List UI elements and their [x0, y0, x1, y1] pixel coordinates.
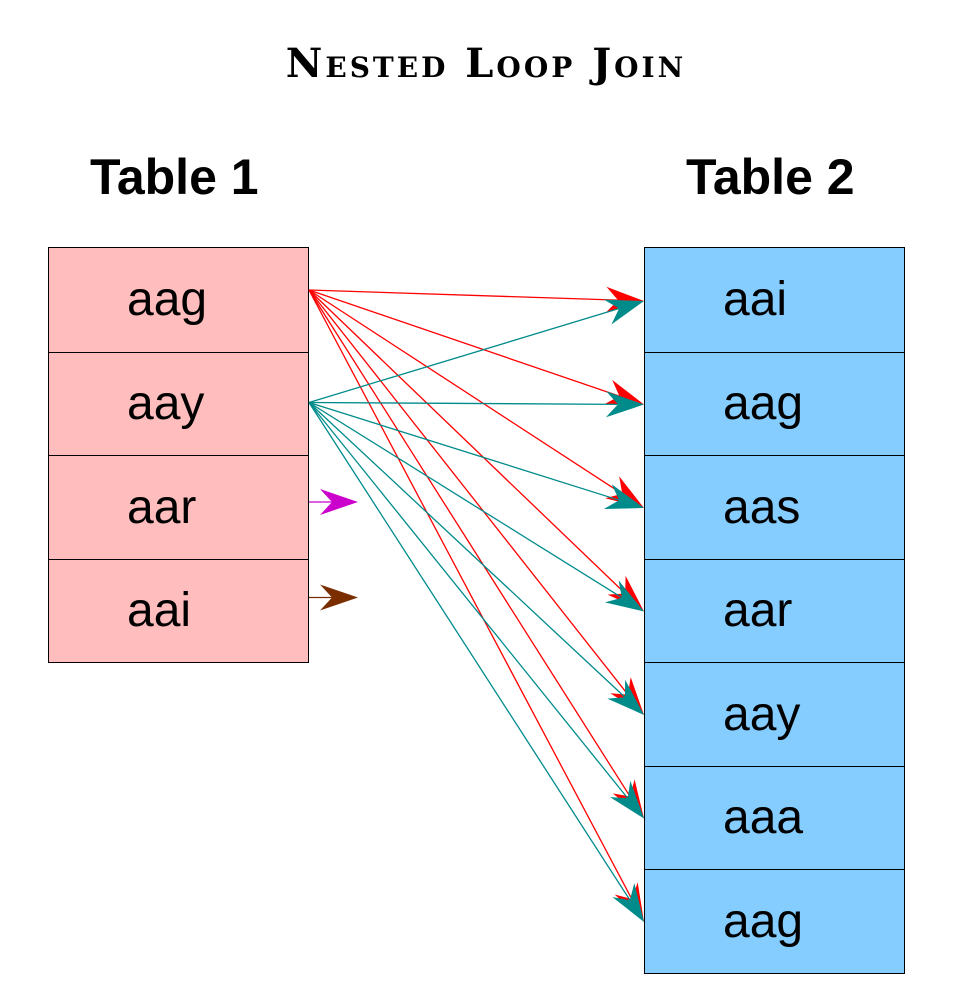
comparison-arrow [308, 289, 644, 508]
comparison-arrow [308, 299, 644, 404]
table1-row-value: aar [127, 480, 197, 534]
table2: aai aag aas aar aay aaa aag [644, 247, 905, 974]
table1: aag aay aar aai [48, 247, 309, 663]
comparison-arrow [308, 401, 644, 612]
table2-row-value: aaa [723, 791, 804, 845]
comparison-arrow [308, 402, 644, 819]
table1-heading: Table 1 [90, 149, 259, 205]
table2-row: aag [645, 351, 904, 456]
table2-row: aaa [645, 765, 904, 870]
table2-row: aag [645, 869, 904, 973]
table2-heading: Table 2 [686, 149, 855, 205]
comparison-arrow [308, 289, 644, 819]
comparison-arrow [308, 289, 644, 405]
comparison-arrow [308, 289, 644, 922]
table2-row-value: aar [723, 584, 793, 638]
table2-row: aar [645, 558, 904, 663]
table2-row-value: aag [723, 377, 804, 431]
comparison-arrow [308, 286, 644, 313]
table2-row-value: aay [723, 687, 801, 741]
comparison-arrow [308, 289, 644, 715]
table2-row: aai [645, 248, 904, 352]
comparison-arrow [308, 402, 644, 922]
diagram-title: Nested Loop Join [285, 40, 687, 87]
comparison-arrow [308, 402, 644, 715]
table1-row: aar [49, 455, 308, 559]
table2-row: aas [645, 455, 904, 559]
table1-row-value: aai [127, 584, 192, 638]
pending-arrow [309, 584, 358, 611]
table1-row: aay [49, 351, 308, 456]
table1-row: aag [49, 248, 308, 352]
table2-row-value: aas [723, 480, 801, 534]
table2-row-value: aai [723, 273, 788, 327]
pending-arrow [309, 489, 358, 515]
table1-row-value: aag [127, 273, 208, 327]
table1-row-value: aay [127, 377, 205, 431]
comparison-arrow [308, 401, 644, 509]
table1-row: aai [49, 558, 308, 663]
table2-row: aay [645, 662, 904, 766]
comparison-arrow [308, 289, 644, 612]
table2-row-value: aag [723, 894, 804, 948]
comparison-arrow [308, 391, 644, 418]
